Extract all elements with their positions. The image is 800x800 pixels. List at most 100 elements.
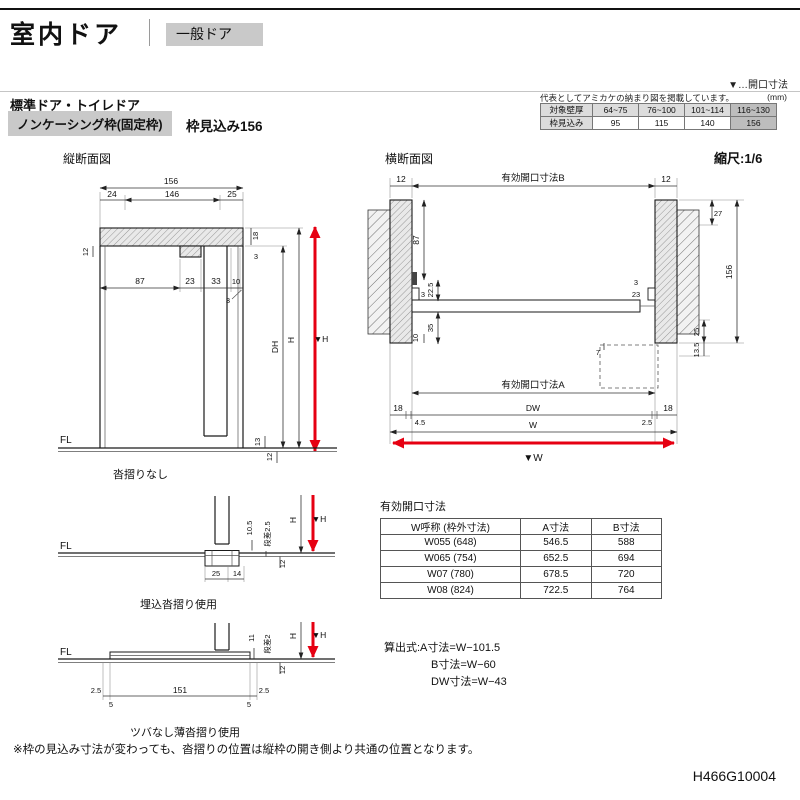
opening-dimension-legend: ▼…開口寸法 — [728, 80, 788, 91]
hs-open-b: 有効開口寸法B — [501, 172, 564, 184]
vs-dim-3-bottom: 3 — [226, 296, 230, 305]
hs-open-a-dim: 有効開口寸法A — [411, 379, 656, 396]
vs-caption: 沓摺りなし — [113, 467, 168, 481]
et-threshold — [204, 550, 240, 567]
vs-dim-12-left: 12 — [81, 248, 90, 256]
hs-dim-7: 7 — [596, 348, 600, 357]
formula-b: B寸法=W−60 — [431, 659, 496, 671]
hs-walls — [367, 209, 700, 335]
et-dims: 10.5 段差2.5 12 25 14 — [204, 521, 287, 582]
top-rule — [0, 8, 800, 10]
vs-extension-lines — [99, 192, 303, 292]
tt-dim-5b: 5 — [247, 700, 251, 709]
opening-col-header: A寸法 — [520, 518, 592, 535]
vertical-section-label: 縦断面図 — [63, 152, 112, 166]
page-title: 室内ドア — [10, 21, 123, 49]
hs-dim-22-5: 22.5 — [426, 283, 435, 298]
hs-right-wall — [676, 209, 700, 335]
opening-table-row: W065 (754) 652.5 694 — [380, 550, 662, 567]
hs-dim-27: 27 — [714, 209, 722, 218]
hs-dim-23: 23 — [632, 290, 640, 299]
opening-table-header-row: W呼称 (枠外寸法) A寸法 B寸法 — [380, 518, 662, 535]
et-caption: 埋込沓摺り使用 — [140, 597, 217, 611]
et-dim-h: H — [288, 517, 298, 523]
vs-dim-156: 156 — [164, 176, 178, 186]
hs-right-jamb — [654, 199, 678, 344]
hs-strike-option-dashed — [599, 344, 659, 389]
tt-dim-151: 151 — [173, 685, 187, 695]
hs-dim-dw: DW — [526, 403, 540, 413]
header-rule — [0, 91, 800, 92]
tt-caption: ツバなし薄沓摺り使用 — [130, 725, 240, 739]
wall-cell-highlight: 156 — [730, 116, 777, 130]
et-dim-10-5: 10.5 — [245, 521, 254, 536]
hs-right-dims: 27 156 25 13.5 — [692, 199, 740, 358]
vs-top-dimensions: 156 24 146 25 — [99, 176, 244, 203]
horizontal-section-drawing: 12 有効開口寸法B 12 27 156 25 13.5 87 22.5 3 3… — [367, 172, 744, 464]
et-fl-label: FL — [60, 541, 72, 552]
opening-cell: 546.5 — [520, 534, 592, 551]
vs-dim-33: 33 — [211, 276, 221, 286]
document-number: H466G10004 — [692, 768, 776, 784]
opening-cell: 764 — [590, 582, 662, 599]
vs-dim-3-right: 3 — [254, 252, 258, 261]
opening-col-header: W呼称 (枠外寸法) — [380, 518, 521, 535]
wall-cell: 101~114 — [684, 103, 731, 117]
et-height-dims: H ▼H — [288, 495, 327, 554]
hs-dim-156: 156 — [724, 265, 734, 279]
hs-top-dims: 12 有効開口寸法B 12 — [390, 172, 677, 189]
hs-dim-13-5: 13.5 — [692, 343, 701, 358]
hs-dim-12-right: 12 — [661, 174, 671, 184]
wall-thickness-table: 対象壁厚 64~75 76~100 101~114 116~130 枠見込み 9… — [540, 103, 777, 130]
hs-dim-4-5: 4.5 — [415, 418, 425, 427]
vs-dim-24: 24 — [107, 189, 117, 199]
et-dim-step: 段差2.5 — [262, 521, 272, 546]
wall-cell: 対象壁厚 — [540, 103, 593, 117]
tt-height-dims: H ▼H — [288, 622, 326, 660]
hs-strike-dims: 3 23 7 — [596, 278, 640, 357]
opening-cell: W07 (780) — [380, 566, 521, 583]
horizontal-section-label: 横断面図 — [385, 152, 434, 166]
opening-table-block: 有効開口寸法 W呼称 (枠外寸法) A寸法 B寸法 W055 (648) 546… — [380, 498, 662, 599]
hs-dim-10: 10 — [411, 334, 420, 342]
vs-frame-head — [99, 227, 244, 258]
vs-dim-23: 23 — [185, 276, 195, 286]
tt-fl-label: FL — [60, 647, 72, 658]
vs-dim-h: H — [286, 337, 296, 343]
opening-cell: 588 — [590, 534, 662, 551]
embedded-threshold-drawing: FL 10.5 段差2.5 12 25 14 H — [58, 495, 335, 611]
vs-door-stop — [179, 245, 202, 258]
frame-type-label: ノンケーシング枠(固定枠) — [8, 111, 172, 136]
opening-cell: 720 — [590, 566, 662, 583]
wall-cell: 115 — [638, 116, 685, 130]
opening-cell: W055 (648) — [380, 534, 521, 551]
hs-dim-open-w: ▼W — [523, 453, 543, 464]
opening-cell: 678.5 — [520, 566, 592, 583]
vs-dim-10: 10 — [232, 277, 240, 286]
section-heading: 標準ドア・トイレドア — [10, 98, 141, 113]
et-dim-open-h: ▼H — [312, 514, 327, 524]
vs-dim-25: 25 — [227, 189, 237, 199]
vs-dim-open-h: ▼H — [314, 334, 329, 344]
tt-floor: FL — [58, 647, 335, 663]
wall-table-note: 代表としてアミカケの納まり図を掲載しています。 — [540, 93, 734, 103]
hs-bottom-dims: 18 4.5 DW 2.5 18 — [390, 403, 677, 427]
formula-dw: DW寸法=W−43 — [431, 676, 507, 688]
vs-dim-dh: DH — [270, 341, 280, 353]
hs-right-stop — [647, 287, 656, 301]
vs-left-right-dims: 12 18 3 — [81, 228, 260, 261]
opening-cell: W065 (754) — [380, 550, 521, 567]
opening-table-row: W055 (648) 546.5 588 — [380, 534, 662, 551]
hs-left-jamb — [389, 199, 413, 344]
tt-dim-step: 段差2 — [262, 634, 272, 653]
hs-dim-2-5: 2.5 — [642, 418, 652, 427]
tt-door — [214, 623, 230, 651]
hs-door-leaf — [411, 299, 655, 313]
tt-dim-5a: 5 — [109, 700, 113, 709]
hs-dim-18-right: 18 — [663, 403, 673, 413]
opening-cell: 722.5 — [520, 582, 592, 599]
vs-dim-12-floor: 12 — [265, 453, 274, 461]
et-dim-12: 12 — [278, 560, 287, 568]
tt-dim-12: 12 — [278, 666, 287, 674]
